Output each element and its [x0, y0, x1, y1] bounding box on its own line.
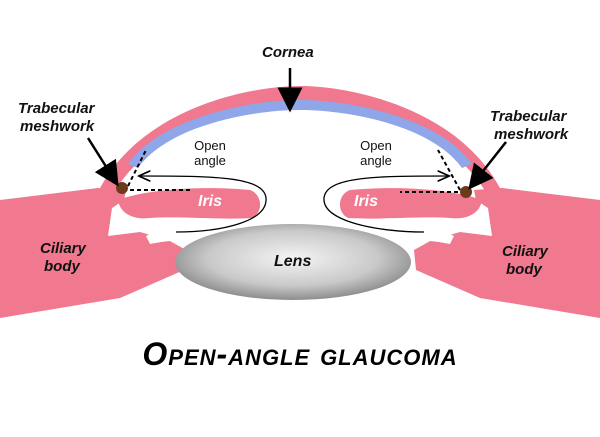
zonule-left [146, 228, 220, 244]
open-angle-left-label-2: angle [194, 153, 226, 168]
cornea-arch [98, 86, 502, 196]
open-angle-arrow-left [140, 176, 267, 233]
cornea-label: Cornea [262, 44, 314, 61]
diagram-title: Open-angle glaucoma [142, 336, 458, 372]
trabecular-left-label-2: meshwork [20, 118, 95, 135]
trabecular-meshwork-left [116, 182, 128, 194]
ciliary-left-label-1: Ciliary [40, 240, 86, 257]
ciliary-body-right [414, 188, 600, 318]
trabecular-right-label-2: meshwork [494, 126, 569, 143]
ciliary-right-label-2: body [506, 261, 542, 278]
open-angle-left-label-1: Open [194, 138, 226, 153]
cornea-blue-layer [128, 100, 472, 168]
open-angle-right-label-1: Open [360, 138, 392, 153]
trabecular-meshwork-right [460, 186, 472, 198]
trabecular-right-pointer-arrow [468, 141, 507, 190]
open-angle-right-label-2: angle [360, 153, 392, 168]
open-angle-arrow-right [323, 176, 448, 233]
iris-left-label: Iris [198, 193, 223, 210]
trabecular-left-pointer-arrow [86, 137, 119, 187]
trabecular-right-label-1: Trabecular [490, 108, 567, 125]
angle-dotted-right [400, 149, 461, 193]
ciliary-body-left [0, 188, 186, 318]
iris-right [339, 188, 482, 219]
angle-dotted-left [127, 149, 190, 191]
lens-label: Lens [274, 253, 312, 270]
ciliary-right-label-1: Ciliary [502, 243, 548, 260]
lens [175, 224, 411, 300]
iris-right-label: Iris [354, 193, 379, 210]
ciliary-left-label-2: body [44, 258, 80, 275]
trabecular-left-label-1: Trabecular [18, 100, 95, 117]
zonule-right [380, 228, 454, 244]
iris-left [118, 188, 261, 219]
